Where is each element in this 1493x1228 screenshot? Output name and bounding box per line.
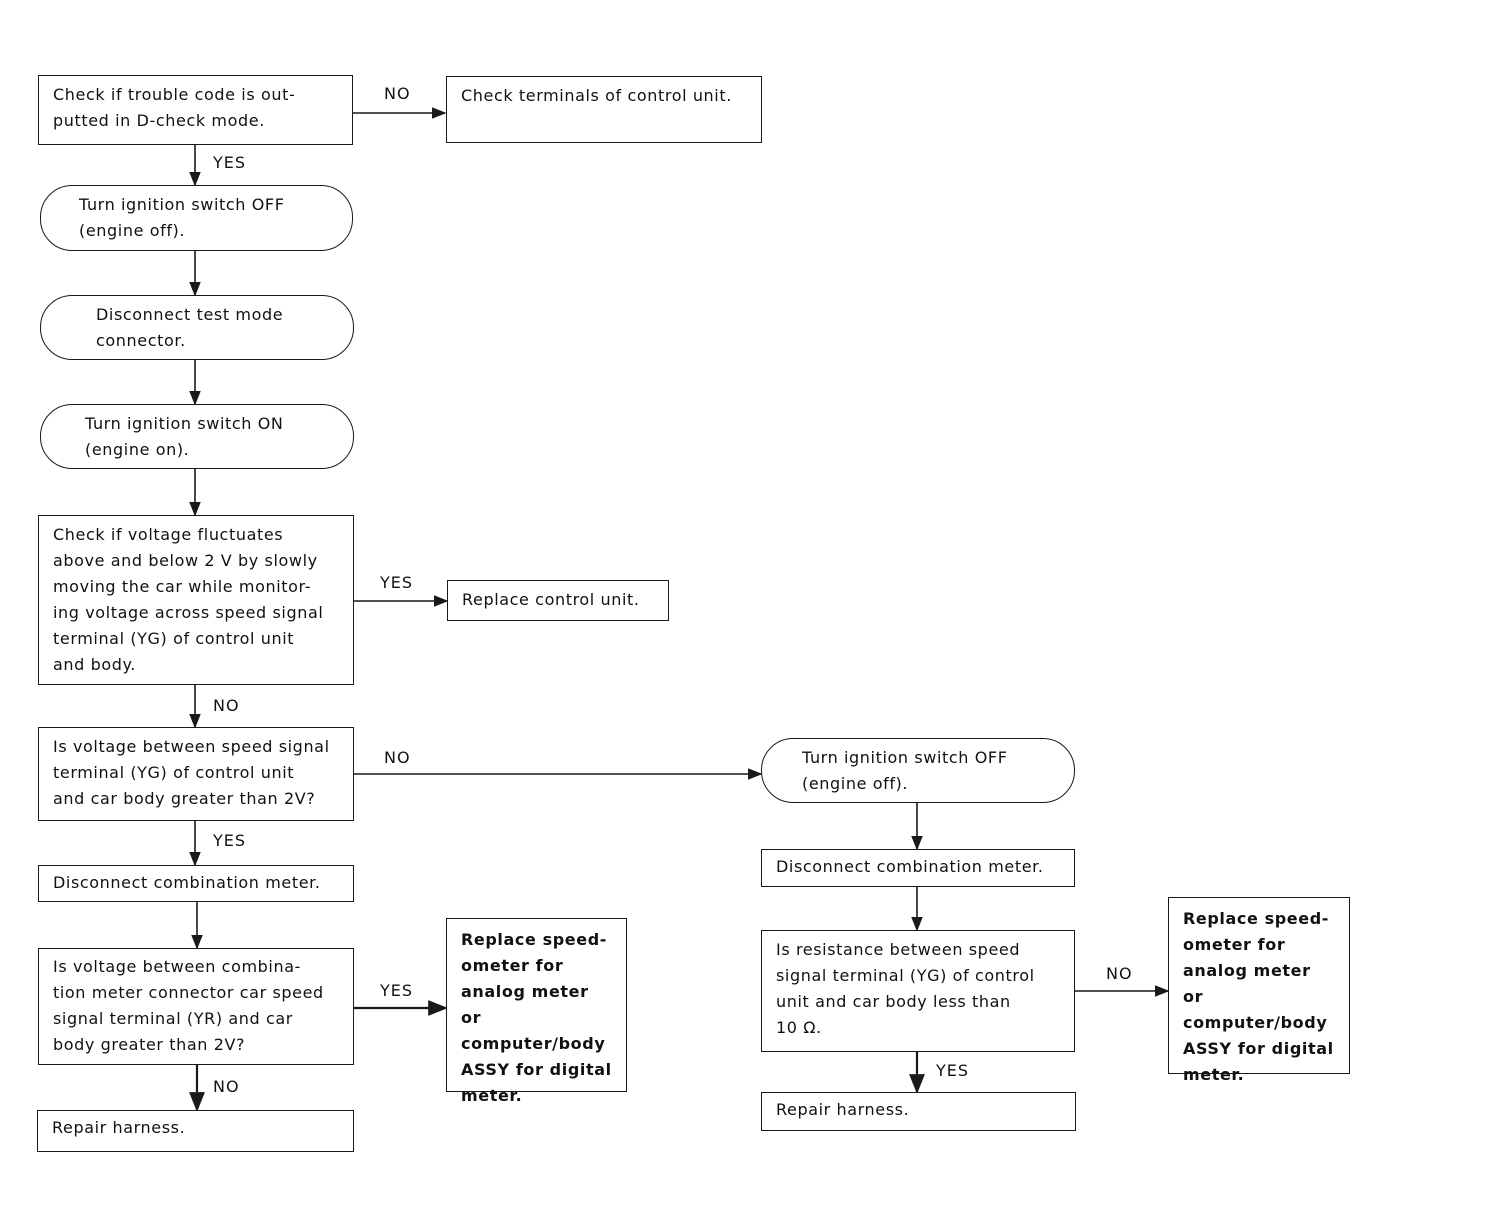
check-voltage-fluctuation-box: Check if voltage fluctuates above and be… xyxy=(38,515,354,685)
ignition-off-step: Turn ignition switch OFF (engine off). xyxy=(40,185,353,251)
replace-speedometer-box-right: Replace speed- ometer for analog meter o… xyxy=(1168,897,1350,1084)
check-terminals-box: Check terminals of control unit. xyxy=(446,76,762,143)
replace-control-unit-box: Replace control unit. xyxy=(447,580,669,621)
repair-harness-box-left: Repair harness. xyxy=(37,1110,354,1152)
label-no-n6: NO xyxy=(213,696,240,715)
check-trouble-code-box: Check if trouble code is out- putted in … xyxy=(38,75,353,145)
label-yes-n8: YES xyxy=(213,831,247,850)
disconnect-combination-meter-box: Disconnect combination meter. xyxy=(38,865,354,902)
label-no-n15: NO xyxy=(1106,964,1133,983)
repair-harness-box-right: Repair harness. xyxy=(761,1092,1076,1131)
label-no-n10: NO xyxy=(213,1077,240,1096)
label-yes-n6: YES xyxy=(380,573,414,592)
voltage-greater-2v-question: Is voltage between speed signal terminal… xyxy=(38,727,354,821)
replace-speedometer-box-left: Replace speed- ometer for analog meter o… xyxy=(446,918,627,1105)
label-no-n8: NO xyxy=(384,748,411,767)
disconnect-test-mode-step: Disconnect test mode connector. xyxy=(40,295,354,360)
combination-meter-voltage-question: Is voltage between combina- tion meter c… xyxy=(38,948,354,1065)
disconnect-combination-meter-box-right: Disconnect combination meter. xyxy=(761,849,1075,887)
ignition-off-step-right: Turn ignition switch OFF (engine off). xyxy=(761,738,1075,803)
ignition-on-step: Turn ignition switch ON (engine on). xyxy=(40,404,354,469)
label-yes-n1: YES xyxy=(213,153,247,172)
label-yes-n10: YES xyxy=(380,981,414,1000)
label-yes-n15: YES xyxy=(936,1061,970,1080)
resistance-less-than-10-question: Is resistance between speed signal termi… xyxy=(761,930,1075,1052)
label-no-n1: NO xyxy=(384,84,411,103)
